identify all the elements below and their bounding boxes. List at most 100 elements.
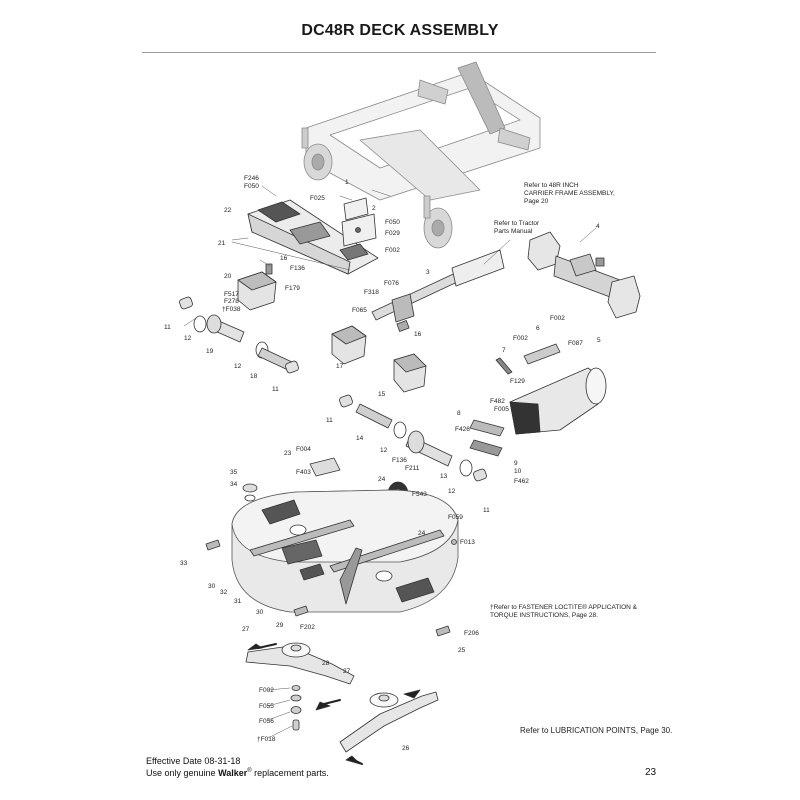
callout: F002 — [550, 315, 565, 322]
callout: †F038 — [222, 306, 241, 313]
callout: 8 — [457, 410, 461, 417]
callout: F013 — [460, 539, 475, 546]
carrier-frame — [301, 61, 541, 249]
callout: F076 — [384, 280, 399, 287]
callout: 21 — [218, 240, 226, 247]
callout: 27 — [343, 668, 351, 675]
brand-name: Walker — [218, 768, 248, 778]
callout: 19 — [206, 348, 214, 355]
note-tractor-manual: Refer to Tractor Parts Manual — [494, 220, 539, 236]
callout: 6 — [536, 325, 540, 332]
mower-deck — [231, 483, 459, 613]
callout: 13 — [440, 473, 448, 480]
callout: F055 — [259, 703, 274, 710]
callout: 30 — [256, 609, 264, 616]
callout: 16 — [280, 255, 288, 262]
callout: 28 — [322, 660, 330, 667]
callout: 33 — [180, 560, 188, 567]
callout: F517 — [224, 291, 239, 298]
callout: F004 — [296, 446, 311, 453]
callout: 4 — [596, 223, 600, 230]
callout: F065 — [352, 307, 367, 314]
page-number: 23 — [645, 767, 657, 778]
callout: F318 — [364, 289, 379, 296]
callout: 10 — [514, 468, 522, 475]
callout: F050 — [244, 183, 259, 190]
callout: 22 — [224, 207, 232, 214]
callout: 11 — [164, 324, 171, 331]
drive-shaft — [371, 249, 505, 323]
callout: F246 — [244, 175, 259, 182]
callout: 2 — [372, 205, 376, 212]
callout: F206 — [464, 630, 479, 637]
callout: 26 — [402, 745, 410, 752]
gearbox-center — [331, 320, 427, 393]
note-line: Parts Manual — [494, 228, 533, 235]
note-line: TORQUE INSTRUCTIONS, Page 28. — [490, 612, 598, 619]
note-line: Page 20 — [524, 198, 549, 205]
gearbox-right — [527, 231, 641, 319]
callout: 32 — [220, 589, 228, 596]
note-line: †Refer to FASTENER LOCTITE® APPLICATION … — [490, 604, 637, 611]
callout: F029 — [385, 230, 400, 237]
callout: F278 — [224, 298, 239, 305]
genuine-parts-notice: Use only genuine Walker® replacement par… — [146, 768, 329, 778]
discharge-chute — [469, 343, 607, 457]
callout: F136 — [290, 265, 305, 272]
callout: 16 — [414, 331, 422, 338]
bracket-23 — [309, 457, 341, 477]
callout: F462 — [514, 478, 529, 485]
bracket-plate — [341, 197, 377, 247]
belt-cover — [247, 199, 379, 275]
callout: F129 — [510, 378, 525, 385]
callout: 7 — [502, 347, 506, 354]
blade-lower — [339, 689, 439, 765]
callout: F179 — [285, 285, 300, 292]
hub-hardware — [290, 685, 302, 731]
callout: 12 — [234, 363, 242, 370]
callout: F025 — [310, 195, 325, 202]
callout: F211 — [405, 465, 420, 472]
callout: 12 — [184, 335, 192, 342]
callout: F202 — [300, 624, 315, 631]
leader-lines — [183, 185, 597, 739]
callout: 15 — [378, 391, 386, 398]
note-lubrication: Refer to LUBRICATION POINTS, Page 30. — [520, 726, 673, 735]
callout: 11 — [326, 417, 333, 424]
callout: F426 — [455, 426, 470, 433]
callout: 34 — [230, 481, 238, 488]
blade-upper — [245, 642, 355, 711]
notice-suffix: replacement parts. — [251, 768, 329, 778]
note-carrier-frame: Refer to 48R INCH CARRIER FRAME ASSEMBLY… — [524, 182, 615, 206]
note-loctite: †Refer to FASTENER LOCTITE® APPLICATION … — [490, 604, 637, 620]
note-line: CARRIER FRAME ASSEMBLY, — [524, 190, 615, 197]
effective-date: Effective Date 08-31-18 — [146, 756, 241, 766]
hardware-bits — [205, 539, 457, 637]
callout-labels: F246 F050 1 F025 22 2 F050 F029 21 F002 … — [164, 175, 601, 752]
callout: 24 — [418, 530, 426, 537]
callout: 31 — [234, 598, 242, 605]
callout: 12 — [448, 488, 456, 495]
note-line: Refer to Tractor — [494, 220, 540, 227]
callout: F056 — [259, 718, 274, 725]
callout: F002 — [385, 247, 400, 254]
callout: 20 — [224, 273, 232, 280]
title-rule — [142, 52, 656, 53]
callout: 17 — [336, 363, 344, 370]
callout: 24 — [378, 476, 386, 483]
callout: 25 — [458, 647, 466, 654]
registered-mark: ® — [247, 768, 252, 774]
callout: 11 — [272, 386, 279, 393]
callout: F002 — [513, 335, 528, 342]
center-shaft-parts — [339, 394, 487, 482]
gearbox-left — [237, 263, 277, 311]
callout: 14 — [356, 435, 364, 442]
callout: 12 — [380, 447, 388, 454]
notice-prefix: Use only genuine — [146, 768, 219, 778]
callout: F136 — [392, 457, 407, 464]
callout: †F018 — [257, 736, 276, 743]
callout: F543 — [412, 491, 427, 498]
callout: F403 — [296, 469, 311, 476]
